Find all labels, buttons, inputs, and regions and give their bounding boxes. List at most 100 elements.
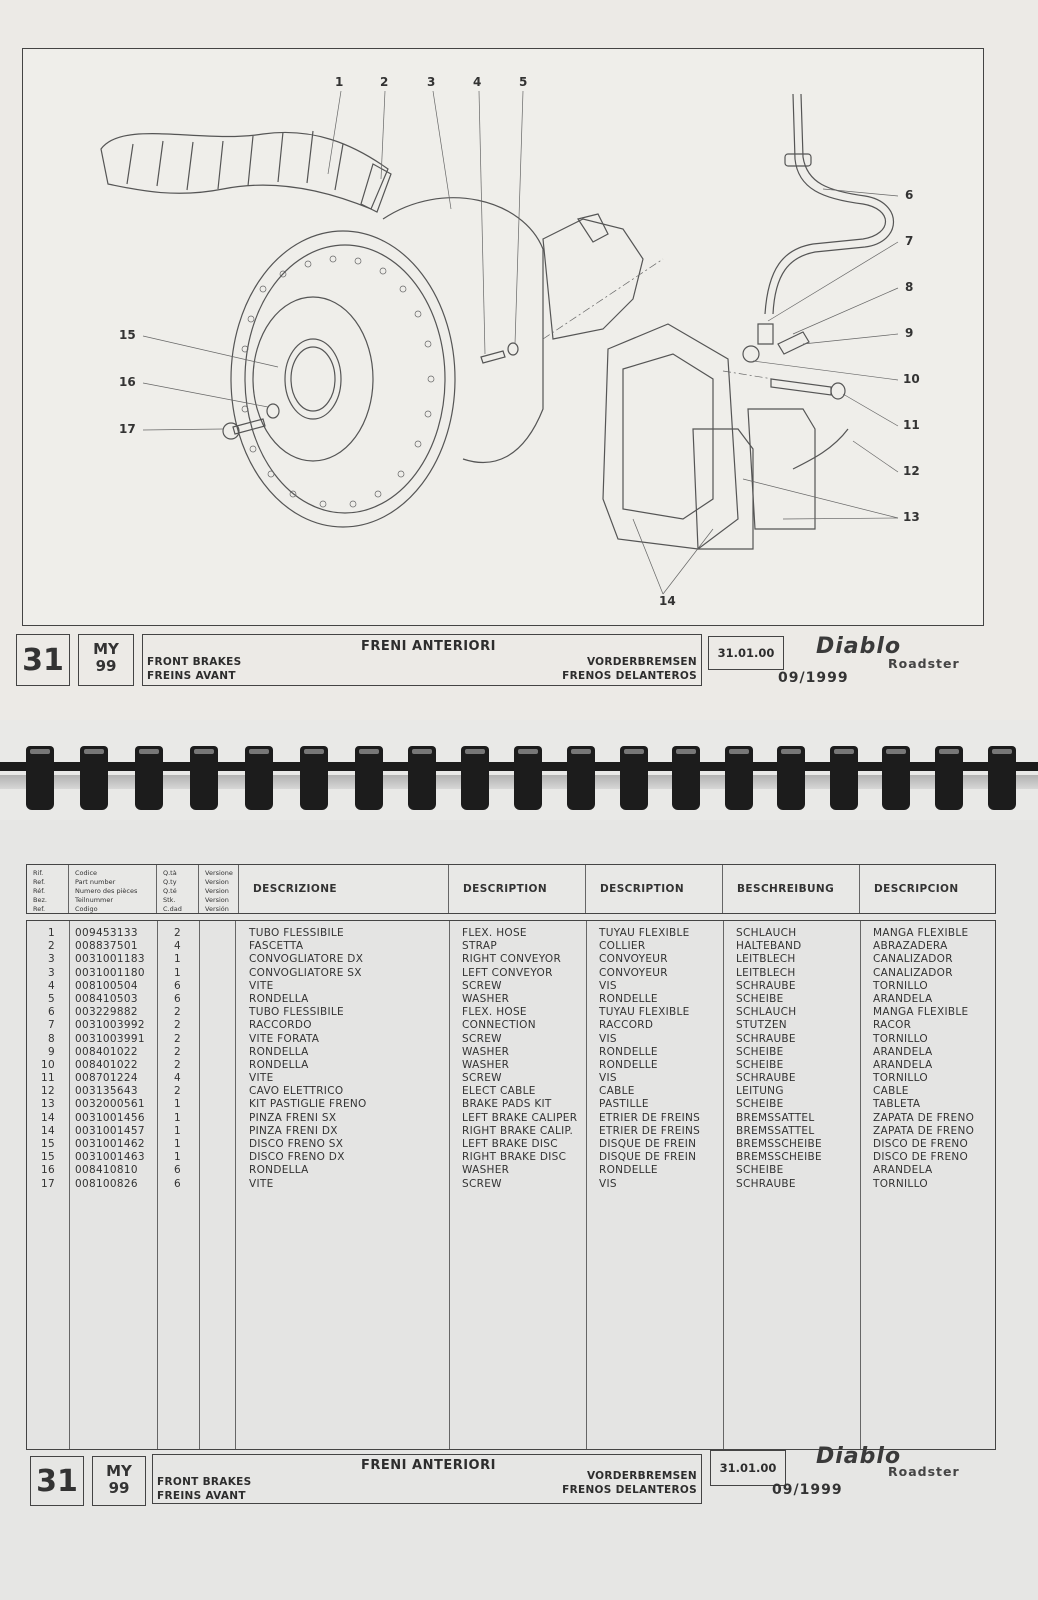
part-ref: 12 (41, 1085, 55, 1098)
part-quantity: 1 (174, 1138, 181, 1150)
desc-italian: VITE (249, 979, 274, 992)
desc-italian: VITE (249, 1072, 274, 1085)
part-quantity: 1 (174, 966, 181, 979)
desc-german: SCHEIBE (736, 1098, 784, 1111)
part-quantity: 4 (174, 940, 181, 953)
desc-spanish: ZAPATA DE FRENO (873, 1111, 975, 1124)
desc-german: STUTZEN (736, 1019, 787, 1032)
title-german: VORDERBREMSEN (586, 1470, 697, 1482)
desc-italian: TUBO FLESSIBILE (249, 1006, 344, 1019)
desc-spanish: TORNILLO (873, 1072, 928, 1085)
desc-spanish: TORNILLO (873, 1032, 928, 1045)
title-german: VORDERBREMSEN (586, 656, 697, 668)
callout-9: 9 (905, 326, 914, 340)
part-number: 0031001462 (75, 1138, 145, 1150)
part-ref: 9 (48, 1045, 55, 1058)
part-ref: 1 (48, 927, 55, 939)
callout-6: 6 (905, 188, 914, 202)
desc-spanish: TORNILLO (873, 979, 928, 992)
issue-date: 09/1999 (772, 1482, 843, 1498)
desc-english: FLEX. HOSE (462, 1006, 527, 1019)
part-number: 008100826 (75, 1177, 138, 1190)
desc-french: VIS (599, 1177, 617, 1190)
desc-german: SCHRAUBE (736, 1072, 796, 1085)
title-box: FRENI ANTERIORI FRONT BRAKES FREINS AVAN… (142, 634, 702, 686)
desc-italian: RONDELLA (249, 992, 309, 1005)
callout-5: 5 (519, 75, 528, 89)
part-number: 008100504 (75, 979, 138, 992)
desc-german: LEITBLECH (736, 966, 796, 979)
header-desc-spanish: DESCRIPCION (874, 883, 959, 895)
desc-spanish: TORNILLO (873, 1177, 928, 1190)
callout-15: 15 (119, 328, 136, 342)
desc-french: VIS (599, 1072, 617, 1085)
desc-french: DISQUE DE FREIN (599, 1151, 697, 1164)
desc-french: PASTILLE (599, 1098, 649, 1111)
part-ref: 15 (41, 1151, 55, 1164)
part-quantity: 2 (174, 1006, 181, 1019)
callout-1: 1 (335, 75, 344, 89)
part-ref: 8 (48, 1032, 55, 1045)
part-ref: 16 (41, 1164, 55, 1177)
desc-italian: CONVOGLIATORE SX (249, 966, 362, 979)
part-ref: 3 (48, 966, 55, 979)
desc-spanish: ABRAZADERA (873, 940, 948, 953)
part-number: 0031001457 (75, 1124, 145, 1137)
desc-french: ETRIER DE FREINS (599, 1111, 701, 1124)
brake-assembly-drawing (100, 90, 899, 595)
part-quantity: 1 (174, 953, 181, 966)
desc-italian: VITE FORATA (249, 1032, 320, 1045)
desc-italian: RONDELLA (249, 1164, 309, 1177)
header-desc-english: DESCRIPTION (449, 865, 586, 913)
desc-english: CONNECTION (462, 1019, 536, 1032)
part-quantity: 2 (174, 1019, 181, 1032)
desc-spanish: ARANDELA (873, 1045, 933, 1058)
title-block-bottom: 31 MY 99 FRENI ANTERIORI FRONT BRAKES FR… (16, 1444, 1016, 1508)
part-ref: 17 (41, 1177, 55, 1190)
part-ref: 3 (48, 953, 55, 966)
desc-spanish: RACOR (873, 1019, 912, 1032)
desc-spanish: DISCO DE FRENO (873, 1151, 969, 1164)
part-quantity: 1 (174, 1111, 181, 1124)
desc-italian: DISCO FRENO SX (249, 1138, 344, 1150)
part-ref: 10 (41, 1058, 55, 1071)
desc-french: VIS (599, 979, 617, 992)
brand-logo: Diablo (816, 1444, 902, 1469)
callout-11: 11 (903, 418, 920, 432)
model-year-box: MY 99 (92, 1456, 146, 1506)
callout-14: 14 (659, 594, 676, 608)
desc-spanish: CANALIZADOR (873, 966, 953, 979)
part-number: 0031001183 (75, 953, 145, 966)
part-number: 008837501 (75, 940, 138, 953)
desc-spanish: ARANDELA (873, 1058, 933, 1071)
desc-german: SCHRAUBE (736, 1032, 796, 1045)
desc-spanish: CABLE (873, 1085, 909, 1098)
desc-italian: PINZA FRENI DX (249, 1124, 338, 1137)
desc-french: CONVOYEUR (599, 953, 668, 966)
parts-table-header: Rif. Ref. Réf. Bez. Ref. Codice Part num… (26, 864, 996, 914)
part-number: 008701224 (75, 1072, 138, 1085)
desc-english: WASHER (462, 1164, 510, 1177)
callout-2: 2 (380, 75, 389, 89)
desc-italian: CAVO ELETTRICO (249, 1085, 344, 1098)
desc-italian: CONVOGLIATORE DX (249, 953, 364, 966)
desc-english: LEFT CONVEYOR (462, 966, 553, 979)
desc-german: HALTEBAND (736, 940, 802, 953)
desc-english: LEFT BRAKE CALIPER (462, 1111, 578, 1124)
desc-spanish: ARANDELA (873, 992, 933, 1005)
model-year: 99 (95, 657, 117, 675)
header-ref: Rif. Ref. Réf. Bez. Ref. (27, 865, 69, 913)
desc-german: LEITUNG (736, 1085, 784, 1098)
